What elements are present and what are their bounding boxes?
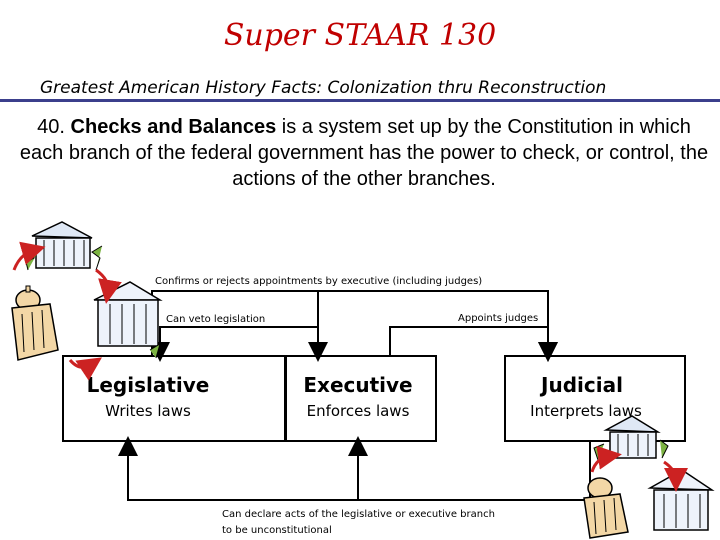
confirms-label: Confirms or rejects appointments by exec…: [155, 276, 482, 287]
capitol-icon: [12, 286, 58, 360]
executive-box: [286, 356, 436, 441]
judicial-name: Judicial: [539, 373, 623, 397]
capitol-icon: [584, 478, 628, 538]
judicial-role: Interprets laws: [530, 402, 642, 420]
veto-arrow: [160, 327, 318, 352]
legislative-role: Writes laws: [105, 402, 191, 420]
judicial-box: [505, 356, 685, 441]
appoints-arrow: [390, 327, 548, 356]
declare-label-line2: to be unconstitutional: [222, 525, 332, 536]
cycle-arrow-icon: [96, 270, 108, 292]
legislative-name: Legislative: [87, 373, 210, 397]
declare-label-line1: Can declare acts of the legislative or e…: [222, 509, 495, 520]
veto-label: Can veto legislation: [166, 314, 265, 325]
declare-arrow: [128, 441, 590, 500]
legislative-box: [63, 356, 285, 441]
cycle-arrow-icon: [592, 456, 610, 472]
executive-name: Executive: [303, 373, 412, 397]
courthouse-icon: [26, 222, 102, 270]
appoints-label: Appoints judges: [458, 313, 538, 324]
white-house-icon: [94, 282, 160, 358]
executive-role: Enforces laws: [307, 402, 410, 420]
white-house-icon: [650, 470, 712, 530]
